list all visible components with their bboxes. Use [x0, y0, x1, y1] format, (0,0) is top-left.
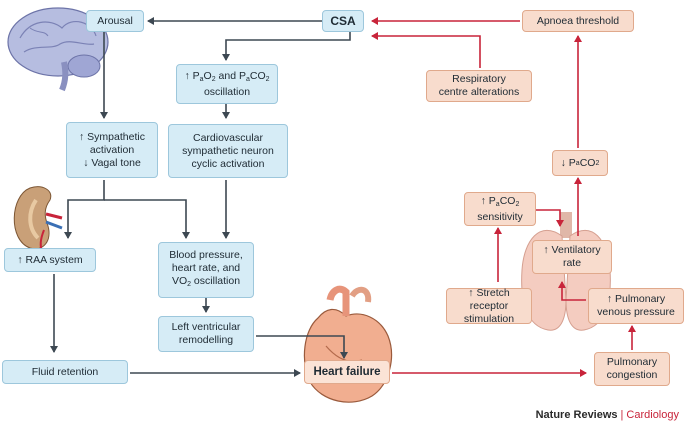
journal-name: Cardiology: [626, 409, 679, 421]
respiratory-centre-line-2: centre alterations: [438, 86, 520, 98]
pulm-venous-line-1: ↑ Pulmonary: [606, 293, 666, 305]
text-sub: 2: [211, 75, 216, 83]
brain-icon: [7, 7, 109, 92]
lv-line-1: Left ventricular: [171, 321, 241, 333]
paco2-sensitivity-node: ↑ PaCO2 sensitivity: [464, 192, 536, 226]
text-part: ↑ P: [184, 69, 200, 82]
csa-node: CSA: [322, 10, 364, 32]
paco2-sensitivity-line-2: sensitivity: [477, 210, 523, 223]
heart-icon: [303, 285, 393, 403]
ventilatory-rate-node: ↑ Ventilatory rate: [532, 240, 612, 274]
kidney-icon: [13, 186, 63, 253]
pao2-paco2-line-1: ↑ PaO2 and PaCO2: [184, 70, 269, 86]
cardiovascular-line-2: sympathetic neuron: [182, 144, 274, 157]
pulm-venous-line-2: venous pressure: [597, 306, 675, 318]
text-sub: a: [575, 159, 580, 167]
text-part: oscillation: [191, 275, 241, 287]
pulmonary-venous-pressure-node: ↑ Pulmonary venous pressure: [588, 288, 684, 324]
text-part: CO: [579, 156, 596, 169]
lv-remodelling-node: Left ventricular remodelling: [158, 316, 254, 352]
cardiovascular-activation-node: Cardiovascular sympathetic neuron cyclic…: [168, 124, 288, 178]
journal-credit: Nature Reviews|Cardiology: [536, 409, 679, 421]
stretch-receptor-node: ↑ Stretch receptor stimulation: [446, 286, 532, 325]
text-sub: 2: [265, 75, 270, 83]
gray-arrows: [50, 17, 351, 377]
respiratory-centre-node: Respiratory centre alterations: [426, 70, 532, 102]
bp-line-3: VO2 oscillation: [172, 275, 240, 291]
text-part: CO: [499, 194, 516, 207]
apnoea-threshold-node: Apnoea threshold: [522, 10, 634, 32]
cardiovascular-line-1: Cardiovascular: [192, 131, 264, 144]
stretch-line-2: stimulation: [463, 312, 515, 325]
journal-brand: Nature Reviews: [535, 409, 618, 421]
text-sub: 2: [187, 281, 192, 288]
text-part: VO: [171, 275, 188, 287]
text-part: and P: [215, 69, 246, 82]
text-part: ↑ P: [480, 194, 496, 207]
pulm-congestion-line-1: Pulmonary: [606, 356, 658, 368]
arousal-node: Arousal: [86, 10, 144, 32]
lv-line-2: remodelling: [178, 334, 234, 346]
sympathetic-line-3: ↓ Vagal tone: [83, 156, 141, 169]
sympathetic-activation-node: ↑ Sympathetic activation ↓ Vagal tone: [66, 122, 158, 178]
stretch-line-1: ↑ Stretch receptor: [468, 286, 510, 312]
raa-system-node: ↑ RAA system: [4, 248, 96, 272]
text-part: CO: [249, 69, 266, 82]
pulmonary-congestion-node: Pulmonary congestion: [594, 352, 670, 386]
text-sub: 2: [595, 159, 600, 167]
blood-pressure-oscillation-node: Blood pressure, heart rate, and VO2 osci…: [158, 242, 254, 298]
fluid-retention-node: Fluid retention: [2, 360, 128, 384]
paco2-sensitivity-line-1: ↑ PaCO2: [481, 195, 520, 211]
respiratory-centre-line-1: Respiratory: [452, 73, 506, 85]
sympathetic-line-1: ↑ Sympathetic: [79, 130, 145, 143]
sympathetic-line-2: activation: [89, 143, 135, 156]
bp-line-1: Blood pressure,: [169, 249, 243, 261]
pao2-paco2-oscillation-node: ↑ PaO2 and PaCO2 oscillation: [176, 64, 278, 104]
pao2-paco2-line-2: oscillation: [203, 85, 251, 98]
cardiovascular-line-3: cyclic activation: [191, 157, 265, 170]
text-sub: a: [199, 75, 204, 83]
text-sub: a: [245, 75, 250, 83]
ventilatory-line-2: rate: [562, 257, 582, 269]
text-part: ↓ P: [560, 156, 576, 169]
bp-line-2: heart rate, and: [171, 262, 241, 274]
text-sub: 2: [515, 200, 520, 208]
heart-failure-node: Heart failure: [304, 360, 390, 384]
pulm-congestion-line-2: congestion: [606, 369, 658, 381]
journal-separator: |: [620, 409, 624, 421]
text-part: O: [203, 69, 212, 82]
red-arrows: [371, 17, 636, 377]
text-sub: a: [495, 200, 500, 208]
ventilatory-line-1: ↑ Ventilatory: [543, 244, 601, 256]
